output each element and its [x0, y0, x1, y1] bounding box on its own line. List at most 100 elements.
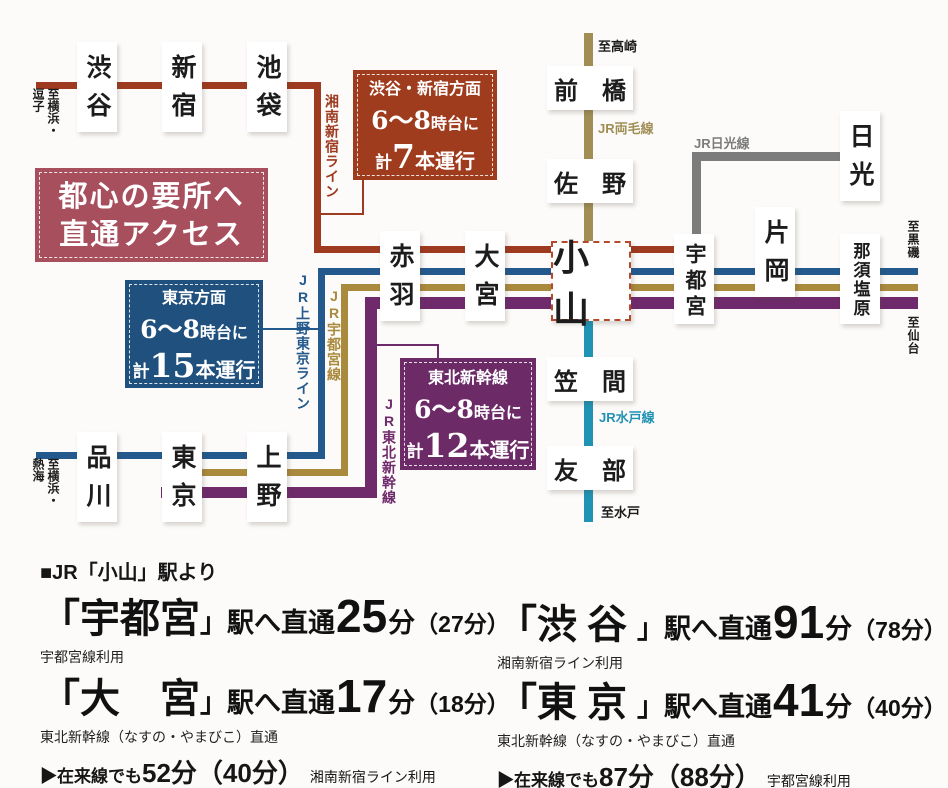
callout-count: 12	[423, 425, 470, 465]
edge-label-sendai: 至仙台	[906, 316, 920, 355]
station-tomobe: 友 部	[547, 446, 633, 490]
callout-time-suffix: 時台に	[430, 113, 479, 133]
callout-time-range: 6〜8	[414, 394, 474, 424]
title-line1: 都心の要所へ	[58, 179, 245, 213]
edge-label-col: 逗子	[31, 88, 45, 112]
shinkansen-callout-connector-h	[370, 344, 439, 346]
destination-name: 宇都宮	[80, 597, 200, 641]
edge-label-takasaki: 至高崎	[598, 39, 638, 54]
callout-tohoku-shinkansen: 東北新幹線 6〜8 時台に 計 12 本運行	[400, 358, 536, 470]
shonan-callout-connector-v	[362, 178, 364, 215]
station-kataoka: 片岡	[755, 207, 795, 297]
bracket-open: 「	[497, 681, 537, 725]
shinkansen-callout-connector-v	[437, 344, 439, 359]
access-minutes: 17	[336, 670, 388, 722]
station-sano: 佐 野	[547, 159, 633, 203]
callout-count-prefix: 計	[132, 361, 150, 382]
local-line-minutes: 52分（40分）	[142, 758, 304, 788]
callout-count: 15	[149, 345, 196, 385]
access-minutes: 91	[773, 596, 825, 648]
access-direct-text: 」駅へ直通	[200, 688, 335, 718]
callout-count-suffix: 本運行	[469, 437, 530, 462]
callout-count-prefix: 計	[406, 441, 424, 462]
station-kasama: 笠 間	[547, 357, 633, 401]
uenotokyo-line-label: JR上野東京ライン	[295, 272, 311, 411]
station-akabane: 赤羽	[380, 231, 420, 321]
ryomo-line-label: JR両毛線	[598, 121, 654, 136]
access-note: 東北新幹線（なすの・やまびこ）直通	[497, 733, 735, 749]
callout-time-range: 6〜8	[371, 105, 431, 135]
local-line-minutes: 87分（88分）	[599, 762, 761, 788]
minutes-unit: 分	[388, 608, 416, 638]
edge-label-col: 至横浜・	[46, 88, 60, 136]
minutes-unit: 分	[825, 614, 853, 644]
callout-count: 7	[392, 136, 415, 176]
nikko-line-vertical	[692, 152, 701, 240]
edge-label-mito: 至水戸	[601, 505, 641, 520]
access-direct-text: 」駅へ直通	[200, 608, 335, 638]
station-ueno: 上野	[247, 432, 287, 522]
edge-label-yokohama-atami: 至横浜・ 熱海	[30, 458, 60, 518]
callout-time-range: 6〜8	[140, 314, 200, 344]
shinkansen-vertical	[365, 297, 377, 498]
callout-heading: 東京方面	[161, 287, 226, 307]
edge-label-yokohama-zushi: 至横浜・ 逗子	[30, 88, 60, 148]
local-line-note: 宇都宮線利用	[766, 773, 851, 788]
access-minutes: 41	[773, 674, 825, 726]
edge-label-col: 熱海	[31, 458, 45, 482]
station-shibuya: 渋谷	[77, 42, 117, 132]
callout-count-prefix: 計	[375, 152, 393, 173]
station-ikebukuro: 池袋	[247, 42, 287, 132]
shonan-line-vertical	[314, 82, 321, 253]
station-maebashi: 前 橋	[547, 66, 633, 110]
callout-tokyo-direction: 東京方面 6〜8 時台に 計 15 本運行	[125, 280, 263, 388]
shinkansen-line-label: JR東北新幹線	[381, 396, 397, 505]
bracket-open: 「	[40, 597, 80, 641]
local-line-prefix: ▶在来線でも	[40, 767, 142, 786]
minutes-alt: （27分）	[415, 611, 510, 637]
bracket-open: 「	[40, 677, 80, 721]
uenotokyo-line-vertical	[318, 268, 325, 459]
access-note: 宇都宮線利用	[40, 649, 124, 665]
title-box: 都心の要所へ 直通アクセス	[35, 168, 268, 262]
callout-heading: 東北新幹線	[427, 367, 508, 387]
callout-time-suffix: 時台に	[473, 402, 522, 422]
station-nikko: 日光	[840, 111, 880, 201]
access-minutes: 25	[336, 590, 388, 642]
access-direct-text: 」駅へ直通	[637, 692, 772, 722]
minutes-unit: 分	[388, 688, 416, 718]
minutes-alt: （18分）	[415, 691, 510, 717]
title-line2: 直通アクセス	[59, 217, 244, 251]
destination-name: 東京	[537, 681, 637, 725]
station-nasushiobara: 那須塩原	[840, 234, 880, 324]
shinkansen-mid-horizontal	[365, 297, 918, 309]
destination-name: 渋谷	[537, 603, 637, 647]
utsunomiya-line-vertical	[341, 284, 348, 476]
ryomo-line-vertical	[584, 33, 593, 250]
station-tokyo: 東京	[162, 432, 202, 522]
access-note: 湘南新宿ライン利用	[497, 655, 623, 671]
station-utsunomiya: 宇都宮	[674, 234, 714, 324]
minutes-unit: 分	[825, 692, 853, 722]
station-oyama: 小山	[551, 237, 631, 330]
callout-count-suffix: 本運行	[195, 357, 256, 382]
callout-heading: 渋谷・新宿方面	[368, 78, 481, 98]
station-shinjuku: 新宿	[162, 42, 202, 132]
nikko-line-label: JR日光線	[694, 136, 750, 151]
station-shinagawa: 品川	[77, 432, 117, 522]
mito-line-label: JR水戸線	[599, 410, 655, 425]
destination-name: 大 宮	[80, 677, 200, 721]
access-direct-text: 」駅へ直通	[637, 614, 772, 644]
callout-count-suffix: 本運行	[414, 148, 475, 173]
callout-time-suffix: 時台に	[199, 322, 248, 342]
